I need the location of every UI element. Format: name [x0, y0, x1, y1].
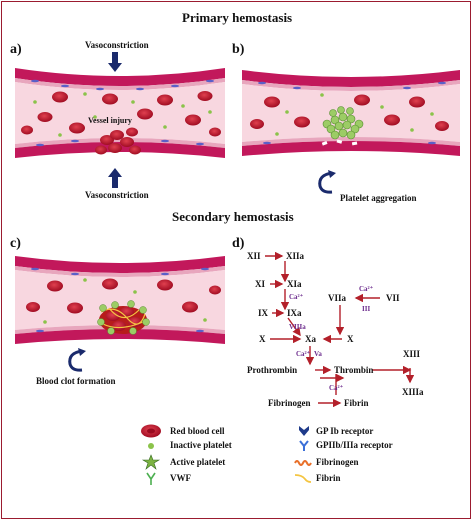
vasoconstriction-top-label: Vasoconstriction: [85, 40, 149, 50]
fibrinogen-icon: [294, 460, 312, 466]
legend-fibrin: Fibrin: [316, 473, 341, 483]
factor-x-right: X: [347, 334, 354, 344]
factor-ix: IX: [258, 308, 269, 318]
panel-c-label: c): [10, 236, 21, 251]
thrombin: Thrombin: [334, 365, 373, 375]
factor-ixa: IXa: [287, 308, 302, 318]
factor-xii: XII: [247, 251, 261, 261]
gpiib-iiia-receptor-icon: [299, 440, 309, 451]
panel-a-label: a): [10, 42, 22, 57]
legend-fibrinogen: Fibrinogen: [316, 457, 359, 467]
legend-gp-ib-receptor: GP Ib receptor: [316, 426, 374, 436]
fibrin: Fibrin: [344, 398, 369, 408]
factor-vii: VII: [386, 293, 400, 303]
panel-c-vessel: [15, 256, 225, 344]
fibrin-icon: [294, 474, 312, 483]
gp-ib-receptor-icon: [299, 426, 309, 436]
fibrinogen: Fibrinogen: [268, 398, 311, 408]
legend-red-blood-cell: Red blood cell: [170, 426, 225, 436]
platelet-aggregation-curved-arrow: [318, 170, 336, 194]
factor-xiii: XIII: [403, 349, 421, 359]
panel-b-label: b): [232, 42, 245, 57]
vessel-injury-label: Vessel injury: [88, 116, 132, 125]
panel-d-label: d): [232, 236, 245, 251]
calcium-cofactor-5: Ca²⁺: [329, 384, 344, 392]
clot-formation-curved-arrow: [68, 348, 86, 372]
legend-active-platelet: Active platelet: [170, 457, 226, 467]
inactive-platelet-icon: [148, 443, 154, 449]
calcium-cofactor-4: Ca²⁺: [296, 350, 311, 358]
calcium-cofactor-3: Ca²⁺: [359, 285, 374, 293]
primary-hemostasis-title: Primary hemostasis: [182, 10, 293, 25]
factor-xia: XIa: [287, 279, 302, 289]
active-platelet-icon: [141, 454, 161, 470]
prothrombin: Prothrombin: [247, 365, 297, 375]
panel-a-vessel: [15, 68, 225, 158]
panel-b-vessel: [242, 70, 460, 156]
factor-viiia-cofactor: VIIIa: [289, 323, 306, 331]
tissue-factor-iii: III: [362, 305, 370, 313]
calcium-cofactor-1: Ca²⁺: [289, 293, 304, 301]
factor-xi: XI: [255, 279, 265, 289]
factor-xiiia: XIIIa: [402, 387, 424, 397]
blood-clot-formation-caption: Blood clot formation: [36, 376, 116, 386]
vasoconstriction-bottom-label: Vasoconstriction: [85, 190, 149, 200]
vwf-icon: [146, 472, 156, 485]
secondary-hemostasis-title: Secondary hemostasis: [172, 209, 294, 224]
factor-viia: VIIa: [328, 293, 347, 303]
factor-xa: Xa: [305, 334, 316, 344]
vasoconstriction-arrow-top: [108, 52, 122, 72]
red-blood-cell-icon: [141, 424, 161, 438]
factor-va-cofactor: Va: [314, 350, 322, 358]
factor-x-left: X: [259, 334, 266, 344]
factor-xiia: XIIa: [286, 251, 305, 261]
legend-gpiib-iiia-receptor: GPIIb/IIIa receptor: [316, 440, 393, 450]
legend-inactive-platelet: Inactive platelet: [170, 440, 232, 450]
platelet-aggregation-caption: Platelet aggregation: [340, 193, 417, 203]
vasoconstriction-arrow-bottom: [108, 168, 122, 188]
legend-vwf: VWF: [170, 473, 191, 483]
